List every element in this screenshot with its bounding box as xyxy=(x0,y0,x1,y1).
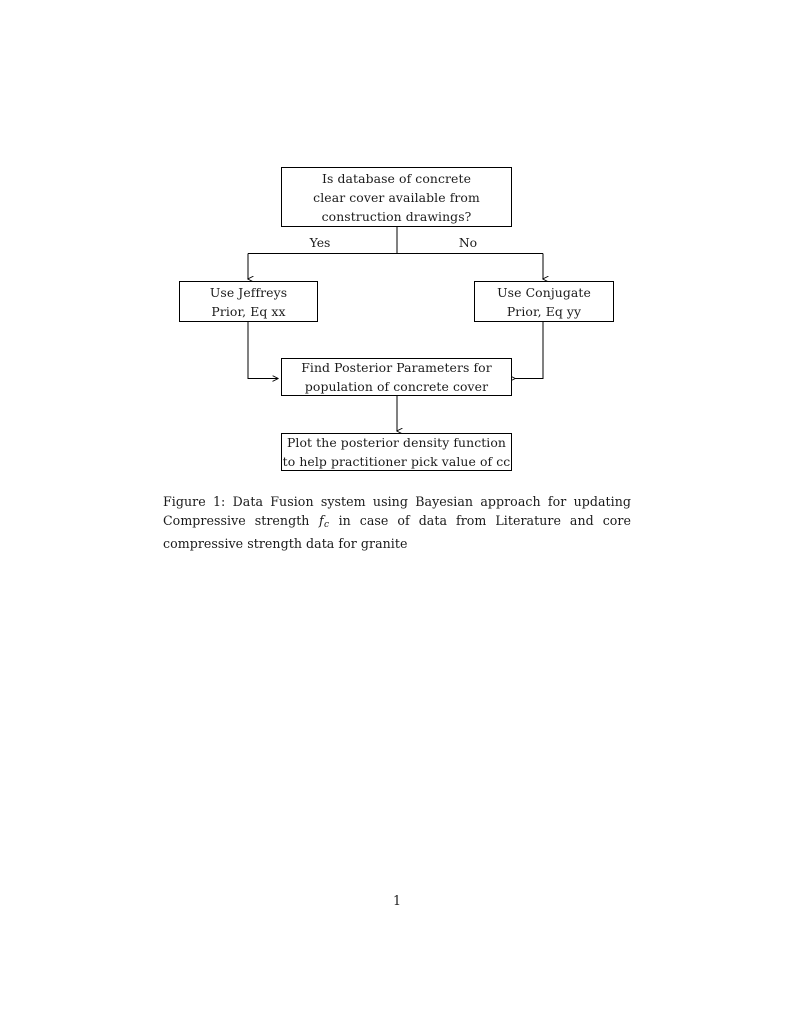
caption-label: Figure 1: xyxy=(163,494,226,509)
node-question-line-3: construction drawings? xyxy=(321,208,472,224)
node-jeffreys-line-2: Prior, Eq xx xyxy=(211,303,286,319)
caption-math-variable-base: f xyxy=(318,512,324,528)
edge-jeffreys-to-posterior xyxy=(247,322,278,379)
flowchart-node-plot-density: Plot the posterior density function to h… xyxy=(281,433,512,471)
node-question-line-2: clear cover available from xyxy=(313,189,480,205)
caption-math-variable-subscript: c xyxy=(323,519,330,530)
flowchart-node-jeffreys-prior: Use Jeffreys Prior, Eq xx xyxy=(179,281,318,322)
flowchart-connectors xyxy=(0,227,794,490)
node-plot-line-2: to help practitioner pick value of cc xyxy=(282,454,511,469)
node-conjugate-line-2: Prior, Eq yy xyxy=(506,303,582,319)
edge-conjugate-to-posterior xyxy=(515,322,544,379)
figure-flowchart: Is database of concrete clear cover avai… xyxy=(0,0,794,490)
caption-text-after-variable: in case of data from Literature and core… xyxy=(163,512,631,551)
node-conjugate-line-1: Use Conjugate xyxy=(497,284,591,300)
caption-math-variable: fc xyxy=(318,512,330,530)
flowchart-node-conjugate-prior: Use Conjugate Prior, Eq yy xyxy=(474,281,614,322)
edge-label-no: No xyxy=(458,235,478,250)
flowchart-node-find-posterior: Find Posterior Parameters for population… xyxy=(281,358,512,396)
node-jeffreys-line-1: Use Jeffreys xyxy=(209,284,288,300)
caption-text-before-variable: Data Fusion system using Bayesian approa… xyxy=(163,494,631,528)
figure-caption: Figure 1: Data Fusion system using Bayes… xyxy=(163,493,631,553)
node-posterior-line-2: population of concrete cover xyxy=(304,379,489,394)
node-plot-line-1: Plot the posterior density function xyxy=(286,435,507,450)
edge-label-yes: Yes xyxy=(309,235,331,250)
page-number: 1 xyxy=(392,893,401,908)
node-posterior-line-1: Find Posterior Parameters for xyxy=(301,360,492,375)
node-question-line-1: Is database of concrete xyxy=(322,170,471,186)
flowchart-node-question: Is database of concrete clear cover avai… xyxy=(281,167,512,227)
